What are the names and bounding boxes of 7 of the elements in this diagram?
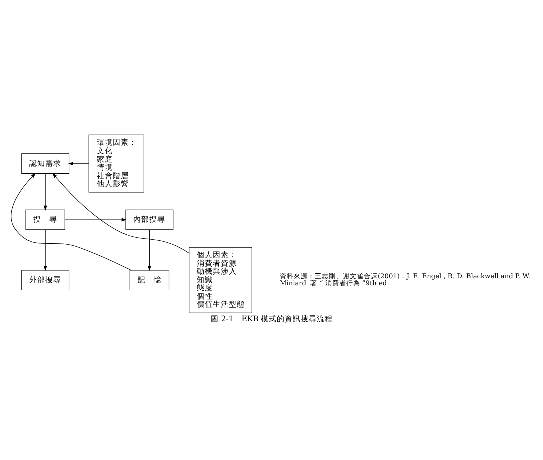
arrow [65,218,127,222]
arrow [44,173,48,210]
arrow [52,172,190,254]
arrow [44,229,48,271]
arrow [11,172,132,270]
arrow [148,229,152,271]
arrow [68,162,90,166]
